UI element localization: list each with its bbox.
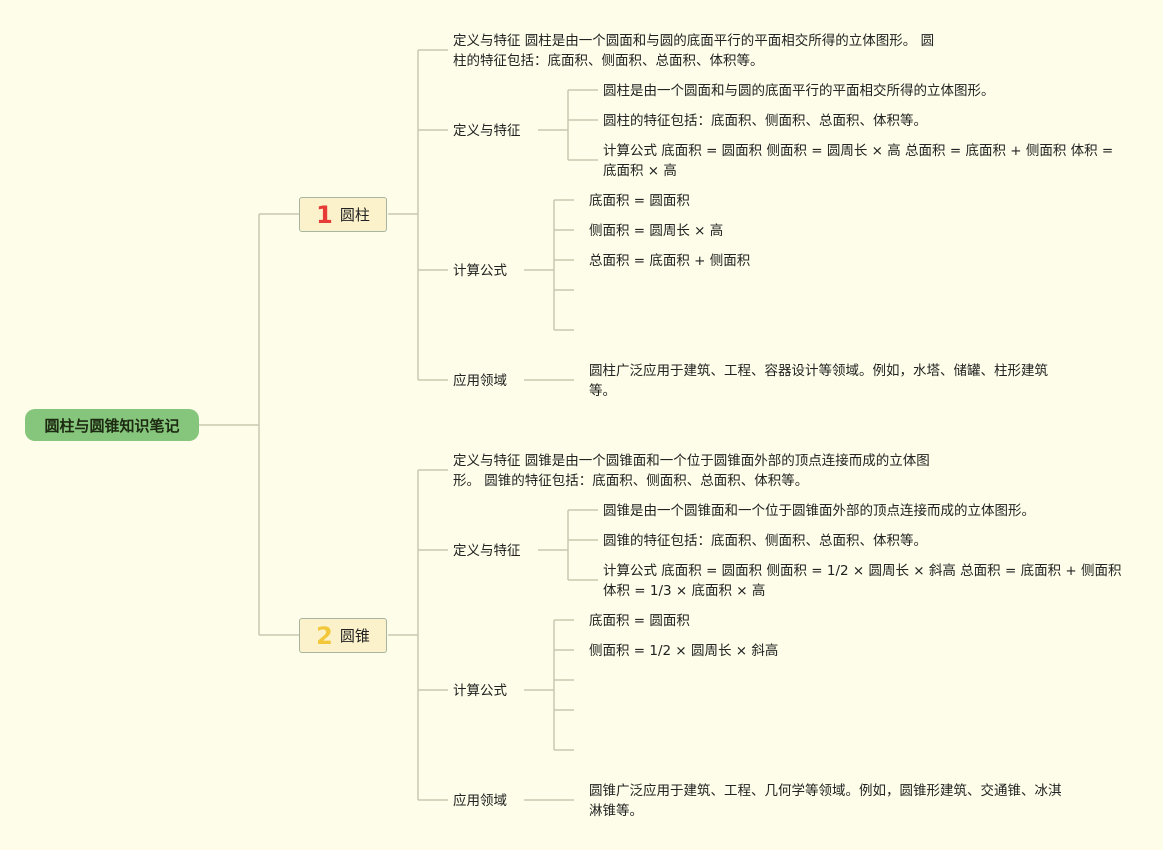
- cone-definition-label[interactable]: 定义与特征: [453, 543, 521, 559]
- cylinder-summary[interactable]: 定义与特征 圆柱是由一个圆面和与圆的底面平行的平面相交所得的立体图形。 圆 柱的…: [453, 31, 973, 71]
- topic-title: 圆柱: [339, 206, 370, 224]
- cone-app-label[interactable]: 应用领域: [453, 793, 507, 809]
- formula-line: 计算公式 底面积 = 圆面积 侧面积 = 圆周长 × 高 总面积 = 底面积 +…: [603, 143, 1114, 159]
- topic-cylinder[interactable]: 1 圆柱: [299, 197, 387, 232]
- cone-calc-item[interactable]: 底面积 = 圆面积: [589, 613, 690, 629]
- cone-summary[interactable]: 定义与特征 圆锥是由一个圆锥面和一个位于圆锥面外部的顶点连接而成的立体图 形。 …: [453, 451, 973, 491]
- cylinder-definition-label[interactable]: 定义与特征: [453, 123, 521, 139]
- summary-line: 柱的特征包括：底面积、侧面积、总面积、体积等。: [453, 53, 764, 69]
- formula-line: 体积 = 1/3 × 底面积 × 高: [603, 583, 766, 599]
- cylinder-definition-item[interactable]: 圆柱的特征包括：底面积、侧面积、总面积、体积等。: [603, 113, 927, 129]
- cone-definition-item[interactable]: 圆锥的特征包括：底面积、侧面积、总面积、体积等。: [603, 533, 927, 549]
- summary-line: 定义与特征 圆柱是由一个圆面和与圆的底面平行的平面相交所得的立体图形。 圆: [453, 33, 935, 49]
- cylinder-formula-note[interactable]: 计算公式 底面积 = 圆面积 侧面积 = 圆周长 × 高 总面积 = 底面积 +…: [603, 141, 1143, 181]
- formula-line: 底面积 × 高: [603, 163, 677, 179]
- app-line: 淋锥等。: [589, 803, 643, 819]
- summary-line: 形。 圆锥的特征包括：底面积、侧面积、总面积、体积等。: [453, 473, 809, 489]
- topic-cone[interactable]: 2 圆锥: [299, 618, 387, 653]
- topic-title: 圆锥: [339, 627, 370, 645]
- cone-calc-label[interactable]: 计算公式: [453, 683, 507, 699]
- cylinder-app-text[interactable]: 圆柱广泛应用于建筑、工程、容器设计等领域。例如，水塔、储罐、柱形建筑 等。: [589, 361, 1109, 401]
- cone-formula-note[interactable]: 计算公式 底面积 = 圆面积 侧面积 = 1/2 × 圆周长 × 斜高 总面积 …: [603, 561, 1148, 601]
- cone-definition-item[interactable]: 圆锥是由一个圆锥面和一个位于圆锥面外部的顶点连接而成的立体图形。: [603, 503, 1035, 519]
- formula-line: 计算公式 底面积 = 圆面积 侧面积 = 1/2 × 圆周长 × 斜高 总面积 …: [603, 563, 1122, 579]
- number-one-icon: 1: [316, 200, 333, 229]
- cylinder-calc-item[interactable]: 总面积 = 底面积 + 侧面积: [589, 253, 751, 269]
- app-line: 圆锥广泛应用于建筑、工程、几何学等领域。例如，圆锥形建筑、交通锥、冰淇: [589, 783, 1062, 799]
- cylinder-calc-item[interactable]: 底面积 = 圆面积: [589, 193, 690, 209]
- cylinder-definition-item[interactable]: 圆柱是由一个圆面和与圆的底面平行的平面相交所得的立体图形。: [603, 83, 995, 99]
- cylinder-calc-label[interactable]: 计算公式: [453, 263, 507, 279]
- cylinder-calc-item[interactable]: 侧面积 = 圆周长 × 高: [589, 223, 724, 239]
- cylinder-app-label[interactable]: 应用领域: [453, 373, 507, 389]
- summary-line: 定义与特征 圆锥是由一个圆锥面和一个位于圆锥面外部的顶点连接而成的立体图: [453, 453, 930, 469]
- app-line: 圆柱广泛应用于建筑、工程、容器设计等领域。例如，水塔、储罐、柱形建筑: [589, 363, 1048, 379]
- app-line: 等。: [589, 383, 616, 399]
- root-topic[interactable]: 圆柱与圆锥知识笔记: [25, 409, 199, 441]
- cone-app-text[interactable]: 圆锥广泛应用于建筑、工程、几何学等领域。例如，圆锥形建筑、交通锥、冰淇 淋锥等。: [589, 781, 1109, 821]
- number-two-icon: 2: [316, 621, 333, 650]
- cone-calc-item[interactable]: 侧面积 = 1/2 × 圆周长 × 斜高: [589, 643, 779, 659]
